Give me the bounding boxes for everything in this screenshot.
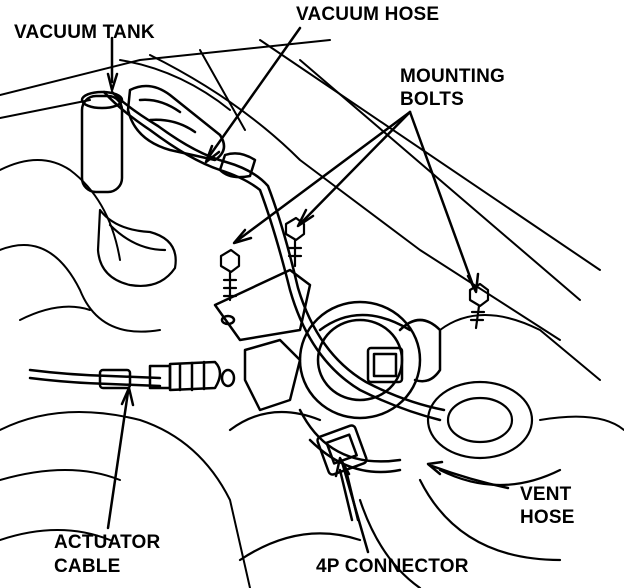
label-4p-connector: 4P CONNECTOR <box>316 556 469 577</box>
label-vent-hose-line1: VENT <box>520 484 572 505</box>
label-mounting-bolts-line1: MOUNTING <box>400 66 506 87</box>
label-mounting-bolts-line2: BOLTS <box>400 89 464 110</box>
label-vacuum-hose: VACUUM HOSE <box>296 4 440 25</box>
vacuum-tank <box>80 84 226 194</box>
label-actuator-cable-line2: CABLE <box>54 556 121 577</box>
body-panel-lines <box>0 39 624 588</box>
mounting-bolt-1 <box>219 248 241 302</box>
connector-4p <box>316 424 368 522</box>
mounting-bolt-3 <box>468 282 490 330</box>
leader-lines <box>106 26 510 554</box>
label-actuator-cable-line1: ACTUATOR <box>54 532 161 553</box>
vacuum-hose-line <box>102 90 446 422</box>
mounting-bolt-2 <box>284 216 306 268</box>
actuator-cable <box>28 360 236 392</box>
label-vacuum-tank: VACUUM TANK <box>14 22 155 43</box>
label-vent-hose-line2: HOSE <box>520 507 575 528</box>
cruise-actuator <box>213 268 442 474</box>
engine-components <box>96 208 562 588</box>
